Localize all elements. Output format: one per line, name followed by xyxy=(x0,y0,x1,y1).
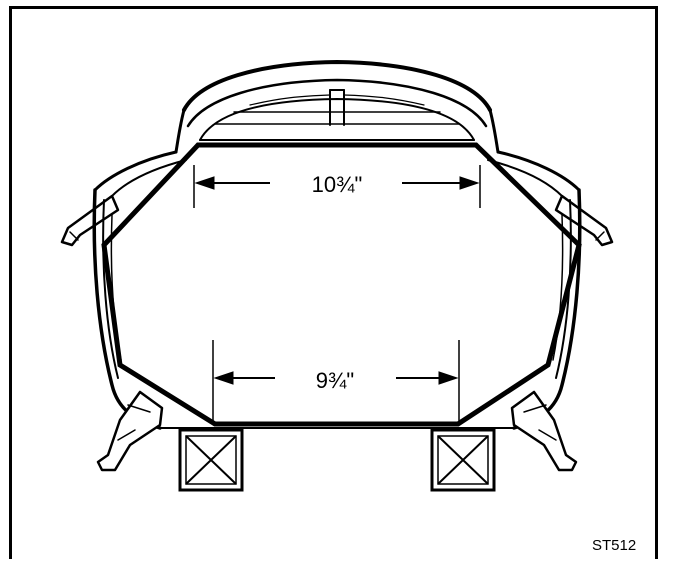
upper-dimension-label: 10¾" xyxy=(312,172,363,197)
upper-dimension xyxy=(193,165,481,208)
lower-dimension-label: 9¾" xyxy=(316,368,354,393)
diagram-frame xyxy=(9,6,658,559)
left-support-block xyxy=(178,428,244,492)
lower-dimension xyxy=(212,340,460,422)
right-support-block xyxy=(430,428,496,492)
vehicle-body-outline xyxy=(60,60,614,472)
frame-profile-outline xyxy=(101,142,582,427)
figure-id: ST512 xyxy=(592,537,637,554)
